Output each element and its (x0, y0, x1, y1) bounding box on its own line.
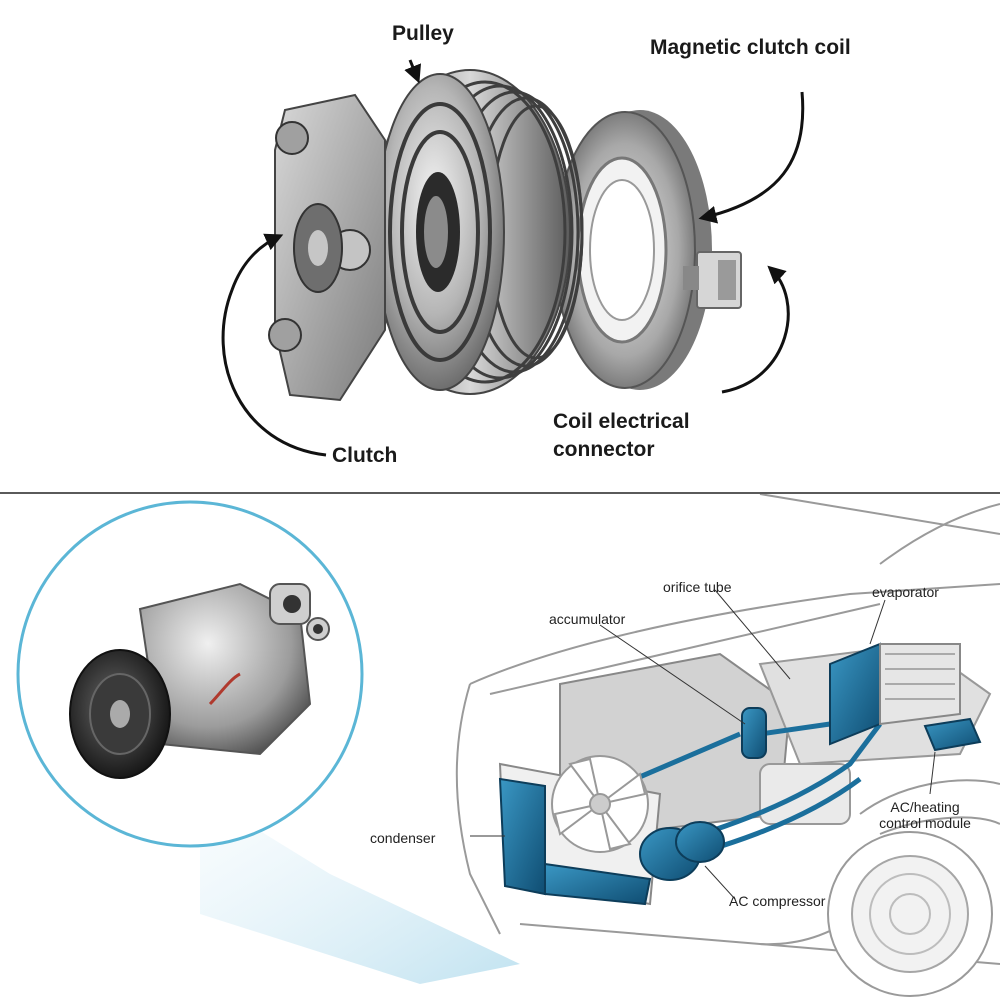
car-body-outline (455, 494, 1000, 965)
ac-heating-label-line1: AC/heating (890, 799, 960, 815)
inset-beam (200, 794, 520, 984)
front-wheel (827, 831, 993, 997)
accumulator-part (741, 707, 767, 759)
clutch-label: Clutch (332, 444, 398, 467)
orifice-tube-label: orifice tube (663, 579, 732, 595)
clutch-assembly-diagram: Pulley Magnetic clutch coil Clutch Coil … (0, 0, 1000, 492)
coil-connector-part (683, 251, 742, 309)
magnetic-clutch-coil-part (554, 110, 712, 390)
coil-connector-label-line1: Coil electrical (553, 410, 690, 433)
car-ac-illustration (16, 494, 1000, 997)
car-ac-system-diagram: orifice tube evaporator accumulator cond… (0, 494, 1000, 1000)
panel-divider (0, 492, 1000, 494)
clutch-assembly-illustration (221, 59, 805, 457)
ac-heating-label-line2: control module (879, 815, 971, 831)
evaporator-label: evaporator (872, 584, 939, 600)
radiator-fan (551, 755, 649, 853)
ac-compressor-part (639, 821, 725, 881)
leader-lines (470, 589, 936, 900)
condenser-label: condenser (370, 830, 436, 846)
pulley-part (369, 69, 584, 395)
accumulator-label: accumulator (549, 611, 626, 627)
evaporator-part (829, 642, 961, 746)
magnetic-clutch-coil-label: Magnetic clutch coil (650, 36, 851, 59)
callout-arrows (221, 59, 805, 457)
coil-connector-label-line2: connector (553, 438, 655, 461)
clutch-plate-part (268, 93, 386, 402)
ac-compressor-label: AC compressor (729, 893, 826, 909)
pulley-label: Pulley (392, 22, 454, 45)
control-module-part (923, 717, 982, 752)
compressor-inset (16, 500, 364, 848)
